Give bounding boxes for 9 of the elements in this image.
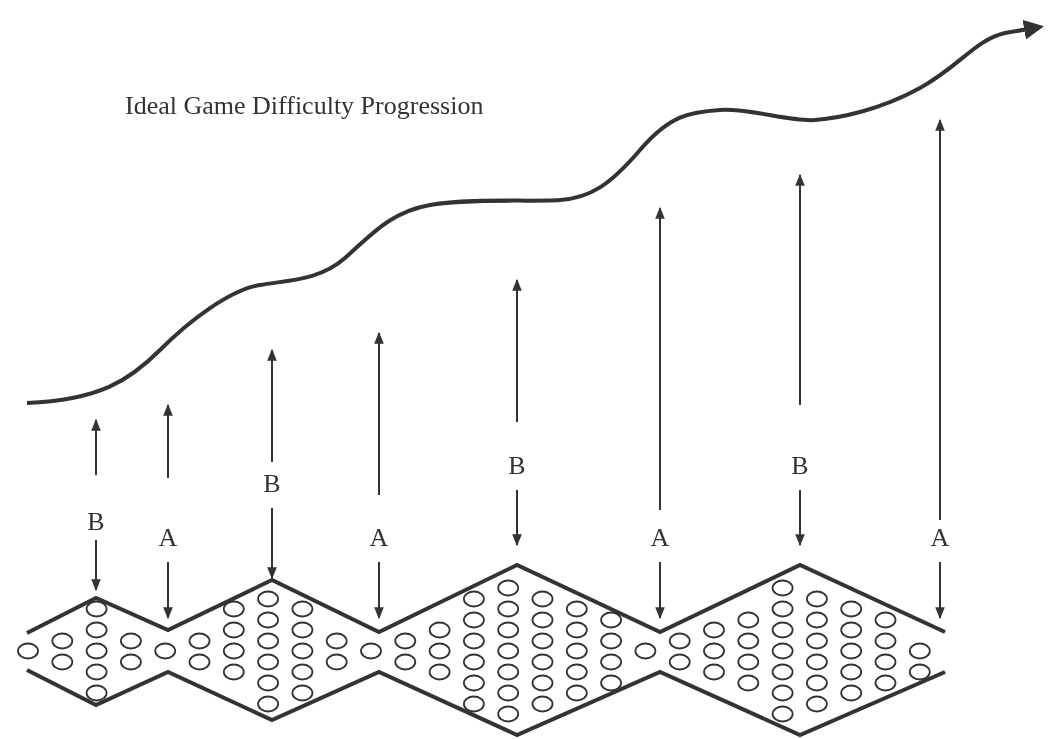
dimension-label: A xyxy=(369,525,389,551)
dimension-label: B xyxy=(508,453,526,479)
title: Ideal Game Difficulty Progression xyxy=(125,93,484,119)
dimension-label: A xyxy=(930,525,950,551)
dimension-label: A xyxy=(158,525,178,551)
dimension-label: B xyxy=(791,453,809,479)
dimension-label: A xyxy=(650,525,670,551)
dimension-label: B xyxy=(87,509,105,535)
dimension-label: B xyxy=(263,471,281,497)
